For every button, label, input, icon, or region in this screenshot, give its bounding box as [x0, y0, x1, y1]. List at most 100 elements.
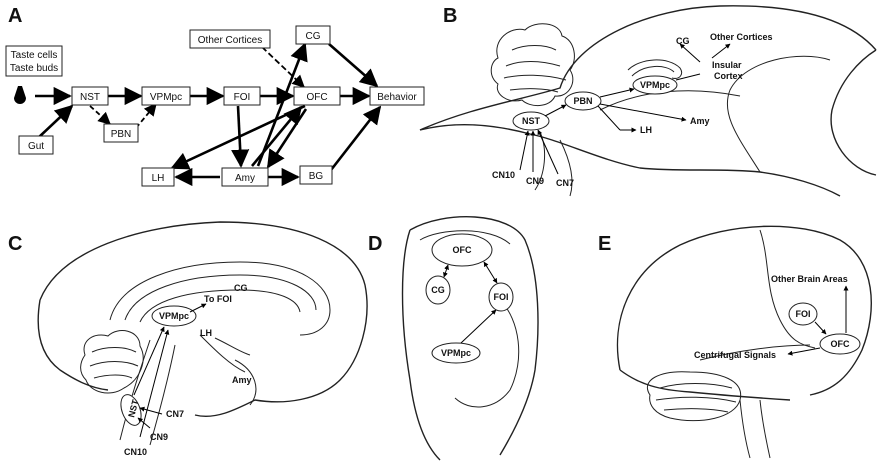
arrow-cortices-to-ofc: [262, 47, 304, 87]
label-cg-c: CG: [234, 283, 248, 293]
cerebellum-c-folia: [90, 348, 138, 379]
arrow-c-cn9: [138, 418, 150, 428]
label-cg-d: CG: [431, 285, 445, 295]
arrow-gut-to-nst: [38, 106, 72, 138]
label-ofc-d: OFC: [453, 245, 472, 255]
insula-b-inner: [632, 66, 674, 76]
arrow-d-vpmpc-foi: [461, 310, 496, 343]
panel-d: D OFC CG FOI VPMpc: [368, 217, 538, 460]
label-ofc: OFC: [306, 92, 327, 103]
label-lh-c: LH: [200, 328, 212, 338]
brain-b-corpus: [600, 91, 740, 110]
arrow-b-pbn-vpmpc: [600, 89, 634, 97]
brain-c-outline: [40, 222, 367, 416]
label-taste-buds: Taste buds: [10, 63, 58, 74]
brain-e-central: [760, 230, 815, 348]
cerebellum-e-folia: [656, 384, 736, 413]
panel-c: C VPMpc NST CG To FOI LH Amy CN7 CN9 CN1: [8, 222, 367, 457]
arrow-d-foi-ofc: [484, 262, 497, 283]
arrow-b-amy: [600, 104, 686, 120]
label-ofc-e: OFC: [831, 339, 850, 349]
panel-a: A Taste cells Tast: [6, 5, 424, 186]
label-cn7-b: CN7: [556, 178, 574, 188]
label-centrifugal-e: Centrifugal Signals: [694, 350, 776, 360]
label-cn10-b: CN10: [492, 170, 515, 180]
label-nst-b: NST: [522, 116, 541, 126]
panel-e-letter: E: [598, 233, 611, 255]
arrow-c-cn10: [140, 330, 168, 437]
label-foi: FOI: [234, 92, 251, 103]
brain-b-sulcus: [727, 56, 830, 172]
label-other-areas-e: Other Brain Areas: [771, 274, 848, 284]
label-amy-c: Amy: [232, 375, 252, 385]
label-nst: NST: [80, 92, 100, 103]
arrow-c-to-foi: [190, 304, 206, 312]
label-lh-b: LH: [640, 125, 652, 135]
label-cn9-b: CN9: [526, 176, 544, 186]
panel-e: E FOI OFC Other Brain Areas Centrifugal …: [598, 226, 871, 458]
label-foi-e: FOI: [796, 309, 811, 319]
label-amy: Amy: [235, 173, 255, 184]
label-vpmpc: VPMpc: [150, 92, 182, 103]
brain-b-base: [420, 125, 840, 196]
label-vpmpc-d: VPMpc: [441, 348, 471, 358]
label-to-foi-c: To FOI: [204, 294, 232, 304]
label-lh: LH: [152, 173, 165, 184]
label-amy-b: Amy: [690, 116, 710, 126]
brainstem-c: [120, 340, 175, 445]
arrow-pbn-to-vpmpc: [136, 104, 156, 128]
arrow-nst-to-pbn: [90, 106, 110, 124]
cerebellum-e: [647, 372, 740, 421]
label-pbn: PBN: [111, 129, 132, 140]
label-cn10-c: CN10: [124, 447, 147, 457]
line-b-pbn-lh: [598, 106, 620, 130]
brain-e-outline: [618, 226, 872, 395]
label-vpmpc-c: VPMpc: [159, 311, 189, 321]
arrow-b-other: [712, 44, 730, 58]
panel-d-letter: D: [368, 233, 382, 255]
brain-c-back: [38, 300, 108, 390]
arrow-d-cg-ofc: [444, 265, 448, 277]
panel-b-letter: B: [443, 5, 457, 27]
label-foi-d: FOI: [494, 292, 509, 302]
panel-a-dashed-arrows: [90, 47, 304, 128]
label-cn9-c: CN9: [150, 432, 168, 442]
arrow-cg-to-behavior: [329, 44, 377, 86]
arrow-b-nst-pbn: [545, 105, 566, 116]
label-other-cortices-b: Other Cortices: [710, 32, 773, 42]
label-cg-b: CG: [676, 36, 690, 46]
brain-c-hypo: [200, 335, 250, 372]
label-behavior: Behavior: [377, 92, 417, 103]
cerebellum-b-folia: [504, 46, 566, 93]
arrow-b-cg: [680, 44, 700, 62]
panel-c-letter: C: [8, 233, 22, 255]
label-bg: BG: [309, 171, 324, 182]
label-cn7-c: CN7: [166, 409, 184, 419]
panel-d-arrows: [444, 262, 497, 343]
label-cortex-b: Cortex: [714, 71, 743, 81]
arrow-b-cn7: [538, 130, 558, 174]
arrow-e-centrifugal: [788, 348, 820, 354]
label-pbn-b: PBN: [573, 96, 592, 106]
arrow-c-cn7: [140, 408, 162, 414]
brainstem-e: [740, 400, 770, 458]
arrow-bg-to-behavior: [331, 107, 380, 170]
panel-a-letter: A: [8, 5, 22, 27]
taste-drop-icon: [14, 86, 26, 104]
panel-b: B NST PBN VPMpc: [420, 5, 876, 196]
brain-b-outline: [420, 6, 876, 130]
arrow-b-cn10: [520, 131, 528, 170]
label-insular-b: Insular: [712, 60, 742, 70]
cerebellum-b: [491, 24, 574, 106]
label-other-cortices: Other Cortices: [198, 35, 262, 46]
brain-e-base: [620, 370, 790, 400]
brain-d-left: [403, 230, 441, 460]
panel-a-arrows: [35, 44, 380, 177]
brain-b-front: [831, 50, 876, 175]
label-cg: CG: [306, 31, 321, 42]
label-gut: Gut: [28, 141, 44, 152]
label-taste-cells: Taste cells: [11, 50, 58, 61]
arrow-e-foi-ofc: [815, 322, 826, 334]
